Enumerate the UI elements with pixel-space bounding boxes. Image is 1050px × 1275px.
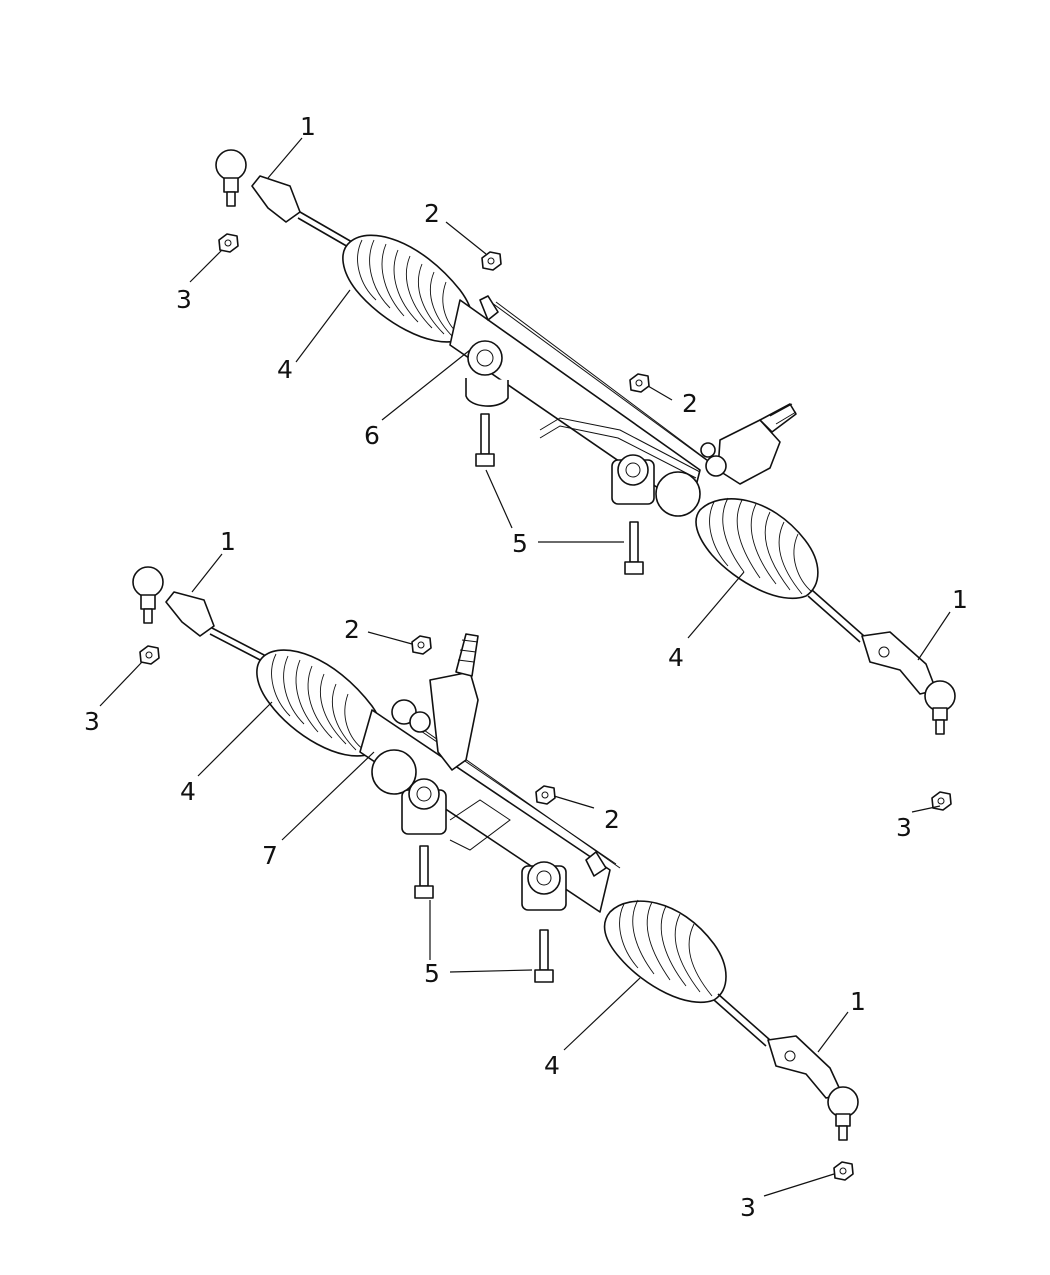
lower-bolt-5-a [414, 845, 434, 899]
callout-5-lower: 5 [424, 959, 440, 988]
callout-2-upper-right: 2 [682, 389, 698, 418]
lower-nut-3-right [833, 1161, 854, 1181]
callout-3-upper-right: 3 [896, 813, 912, 842]
upper-bolt-5-a [475, 413, 495, 467]
upper-nut-3-left [218, 233, 239, 253]
upper-right-tie-rod-end [807, 589, 956, 735]
callout-1-lower-right: 1 [850, 987, 866, 1016]
upper-right-boot [695, 497, 819, 600]
lower-steering-gear-assembly [132, 566, 859, 1181]
callout-4-lower-right: 4 [544, 1051, 560, 1080]
lower-rack-housing [359, 709, 621, 913]
callout-1-lower-left: 1 [220, 527, 236, 556]
callout-4-lower-left: 4 [180, 777, 196, 806]
upper-pinion-valve [700, 403, 797, 485]
lower-pinion-valve [391, 633, 479, 771]
upper-steering-gear-assembly [215, 149, 956, 811]
lower-right-tie-rod-end [713, 993, 859, 1141]
callout-7: 7 [262, 841, 278, 870]
lower-left-tie-rod-end [132, 566, 267, 663]
upper-left-boot [342, 234, 474, 343]
upper-nut-2-right [629, 373, 650, 393]
upper-left-tie-rod-end [215, 149, 353, 249]
lower-bolt-5-b [534, 929, 554, 983]
lower-nut-3-left [139, 645, 160, 665]
callout-3-upper-left: 3 [176, 285, 192, 314]
callout-5-upper: 5 [512, 529, 528, 558]
upper-bolt-5-b [624, 521, 644, 575]
upper-nut-2-top [481, 251, 502, 271]
lower-right-boot [603, 899, 727, 1004]
callout-2-lower-top: 2 [344, 615, 360, 644]
callout-3-lower-right: 3 [740, 1193, 756, 1222]
callout-6: 6 [364, 421, 380, 450]
callout-4-upper-left: 4 [277, 355, 293, 384]
upper-rack-housing [449, 295, 727, 517]
callout-2-upper-top: 2 [424, 199, 440, 228]
callout-4-upper-right: 4 [668, 643, 684, 672]
lower-nut-2-top [411, 635, 432, 655]
callout-1-upper-left: 1 [300, 112, 316, 141]
callout-3-lower-left: 3 [84, 707, 100, 736]
callout-labels: 1 2 3 4 6 2 5 1 4 3 1 2 3 4 7 2 5 4 1 3 [84, 112, 968, 1222]
callout-2-lower-mid: 2 [604, 805, 620, 834]
callout-1-upper-right: 1 [952, 585, 968, 614]
lower-nut-2-mid [535, 785, 556, 805]
leader-lines [99, 137, 951, 1197]
